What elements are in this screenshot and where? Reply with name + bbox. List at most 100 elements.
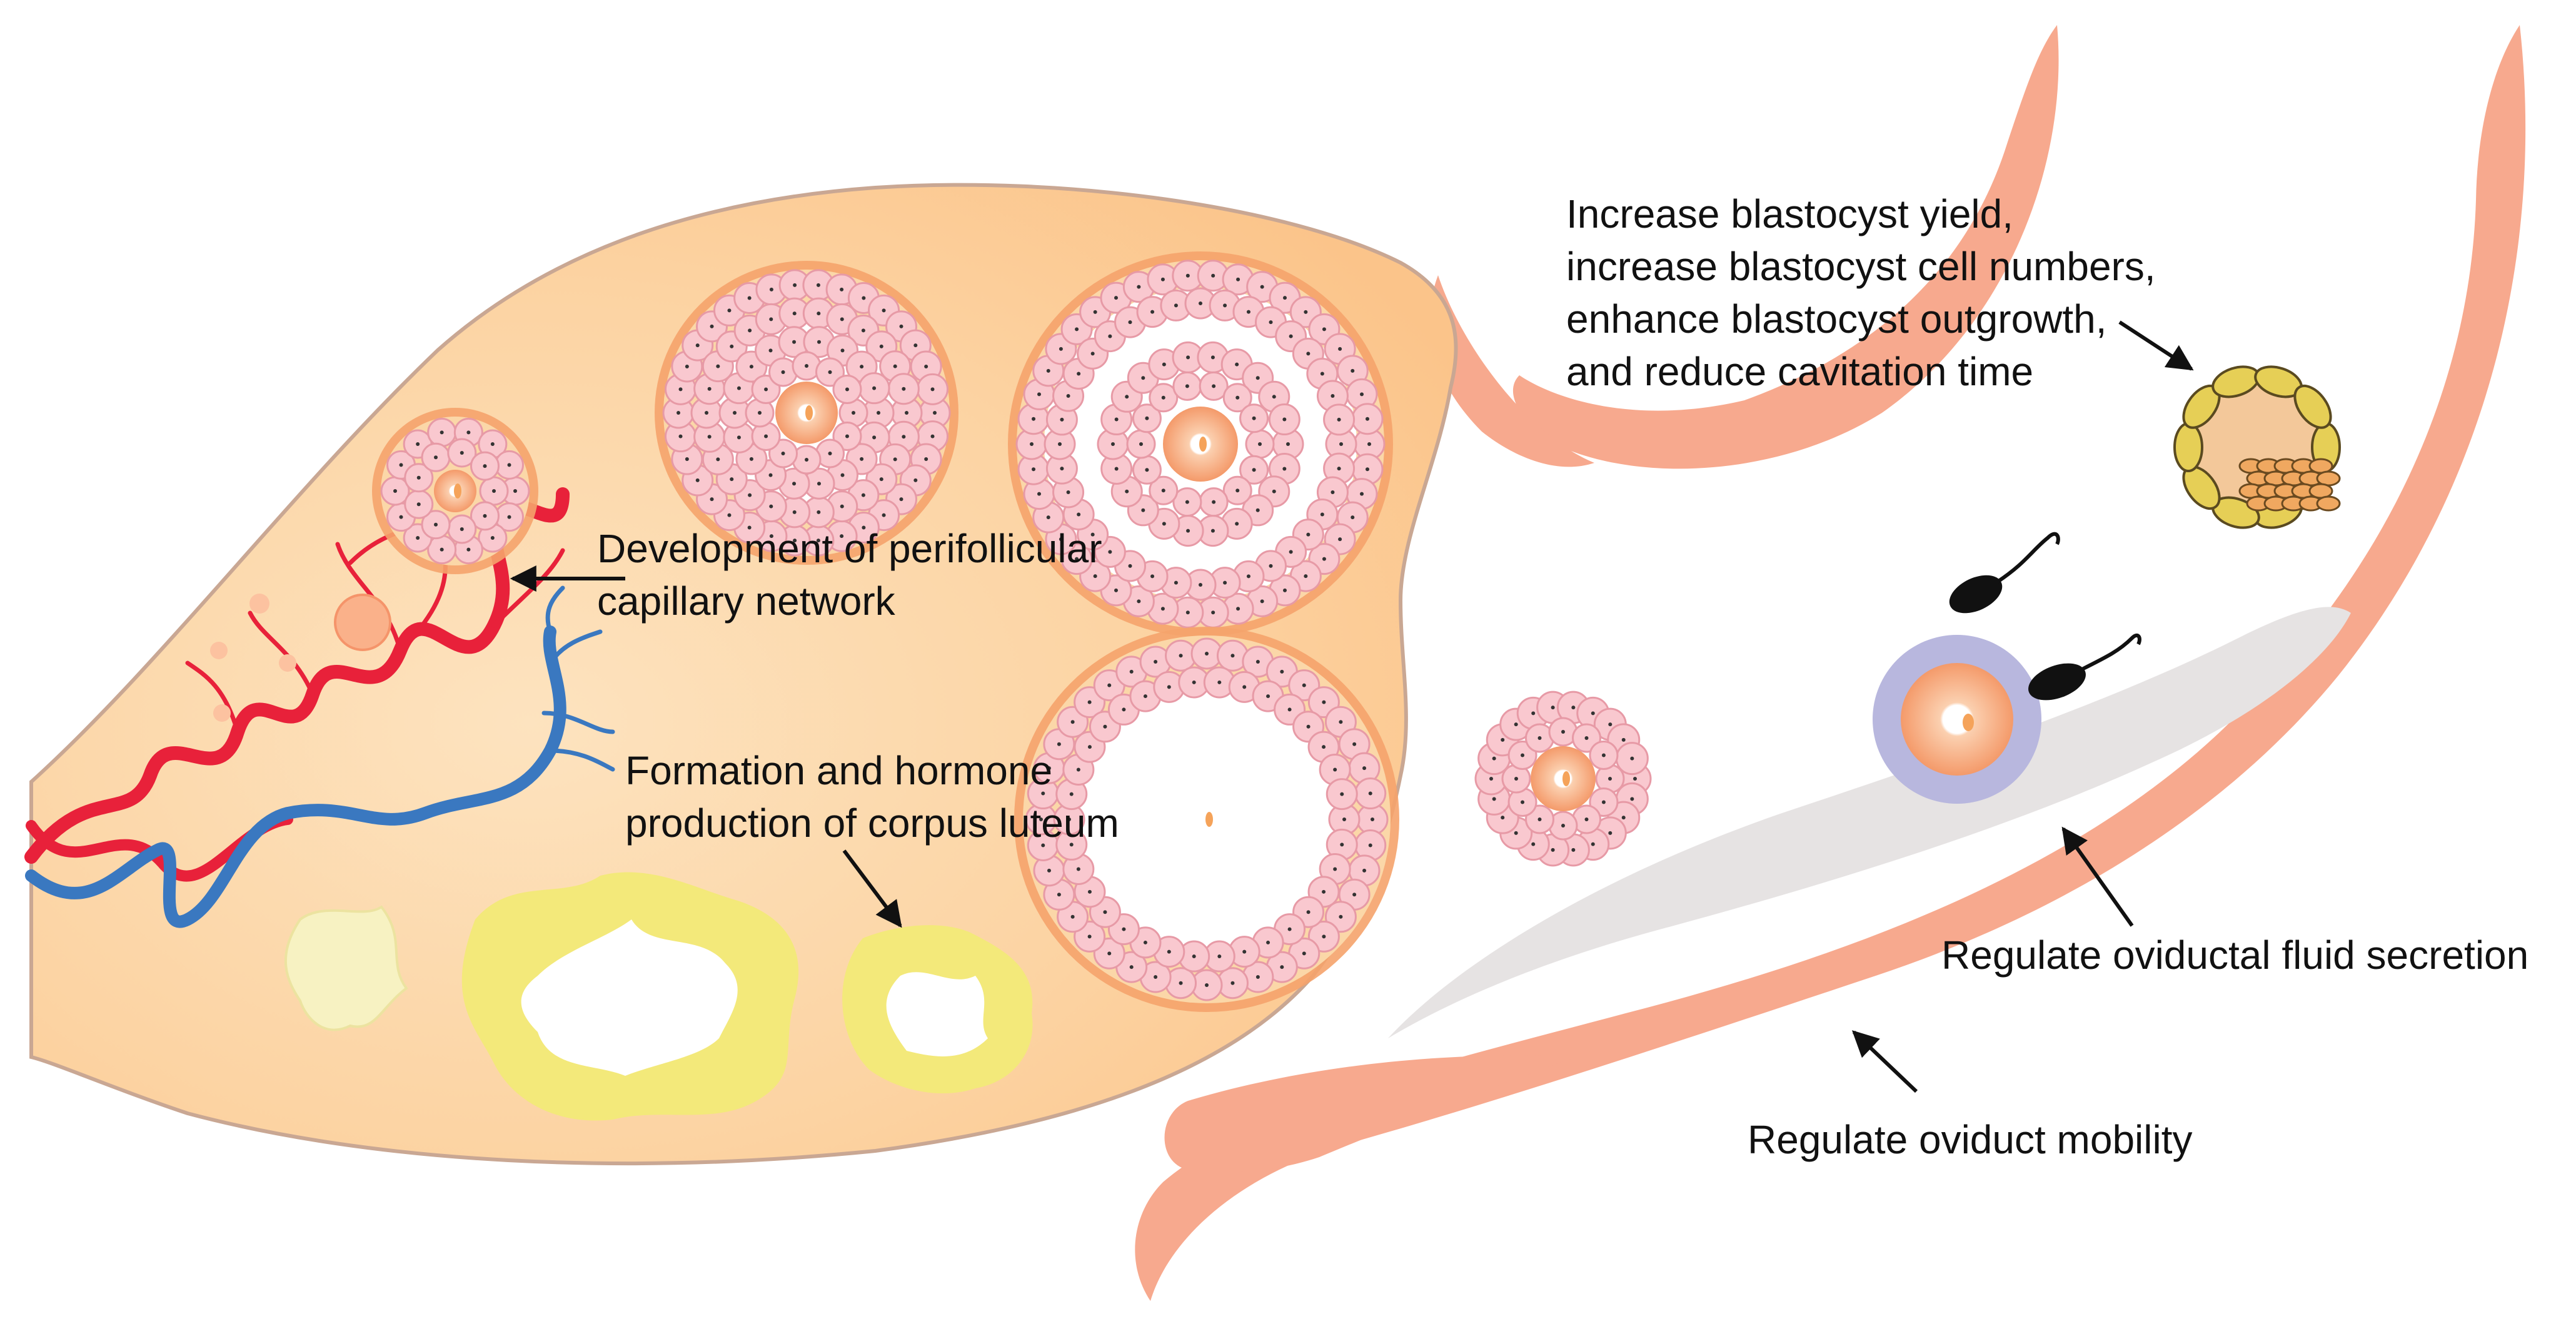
cell-nucleus <box>792 311 797 316</box>
cell-nucleus <box>840 287 844 291</box>
cell-nucleus <box>1067 817 1071 821</box>
cell-nucleus <box>1143 694 1147 699</box>
cell-nucleus <box>710 324 714 328</box>
cell-nucleus <box>1069 843 1074 847</box>
cell-nucleus <box>1280 669 1284 674</box>
cell-nucleus <box>1272 395 1276 399</box>
cell-nucleus <box>1087 700 1092 704</box>
cell-nucleus <box>1122 927 1126 931</box>
corpus-luteum-small <box>284 905 408 1031</box>
cell-nucleus <box>416 475 421 480</box>
cell-nucleus <box>466 430 471 435</box>
arrow-oviductal-fluid <box>2061 826 2134 927</box>
cell-nucleus <box>817 482 821 486</box>
cell-nucleus <box>1322 327 1326 332</box>
cell-nucleus <box>1283 588 1287 592</box>
cell-nucleus <box>1584 736 1589 741</box>
cell-nucleus <box>860 365 864 369</box>
cell-nucleus <box>769 287 773 291</box>
cell-nucleus <box>1179 981 1183 985</box>
cell-nucleus <box>1090 352 1095 356</box>
cell-nucleus <box>1103 910 1107 914</box>
cell-nucleus <box>1139 442 1143 446</box>
cell-nucleus <box>695 343 700 348</box>
cell-nucleus <box>695 478 700 482</box>
small-follicle-bubble <box>213 704 231 722</box>
cell-nucleus <box>913 478 918 482</box>
cell-nucleus <box>1057 893 1061 897</box>
cell-nucleus <box>1360 492 1364 496</box>
cell-nucleus <box>727 308 732 313</box>
cell-nucleus <box>440 430 444 435</box>
cell-nucleus <box>399 463 403 467</box>
cell-nucleus <box>1630 756 1634 761</box>
cell-nucleus <box>1107 951 1112 956</box>
cell-nucleus <box>1185 610 1190 615</box>
cell-nucleus <box>1331 490 1335 494</box>
cell-nucleus <box>1114 588 1118 592</box>
cell-nucleus <box>1210 355 1215 360</box>
cell-nucleus <box>1272 489 1276 493</box>
oocyte-nucleus <box>1199 437 1207 452</box>
cell-nucleus <box>769 317 773 321</box>
cell-nucleus <box>393 489 397 493</box>
cell-nucleus <box>1342 817 1346 821</box>
ovulated-oocyte <box>1474 691 1652 867</box>
cell-nucleus <box>1531 842 1536 846</box>
cell-nucleus <box>685 457 689 462</box>
cell-nucleus <box>1551 706 1555 710</box>
cell-nucleus <box>793 283 797 287</box>
cell-nucleus <box>1162 522 1166 526</box>
cell-nucleus <box>1371 817 1374 821</box>
cell-nucleus <box>840 317 844 321</box>
cell-nucleus <box>1246 310 1250 314</box>
cell-nucleus <box>434 522 438 527</box>
cell-nucleus <box>1093 574 1097 579</box>
trophectoderm-cell <box>2293 384 2332 429</box>
cell-nucleus <box>1137 285 1141 289</box>
cell-nucleus <box>872 386 877 390</box>
cell-nucleus <box>1059 347 1063 351</box>
cell-nucleus <box>879 344 883 348</box>
cell-nucleus <box>1185 273 1190 278</box>
cell-nucleus <box>678 387 683 392</box>
cell-nucleus <box>768 473 773 477</box>
cell-nucleus <box>882 513 886 517</box>
cell-nucleus <box>1087 934 1092 939</box>
cell-nucleus <box>1141 376 1145 380</box>
cell-nucleus <box>1340 843 1344 847</box>
cell-nucleus <box>1075 327 1079 332</box>
cell-nucleus <box>1306 532 1311 537</box>
cell-nucleus <box>1531 711 1536 716</box>
vein <box>25 625 566 928</box>
small-follicle-bubble <box>334 594 391 651</box>
blastocyst <box>2173 365 2341 529</box>
follicle <box>655 261 958 565</box>
cell-nucleus <box>1601 753 1606 757</box>
cell-nucleus <box>705 411 708 415</box>
cell-nucleus <box>1514 722 1518 727</box>
cell-nucleus <box>1223 580 1227 585</box>
cell-nucleus <box>1591 842 1595 846</box>
cell-nucleus <box>1242 949 1247 954</box>
cell-nucleus <box>768 348 773 353</box>
cell-nucleus <box>1235 362 1239 367</box>
cell-nucleus <box>1192 954 1196 959</box>
corpus-luteum-large-cavity <box>521 919 738 1076</box>
cell-nucleus <box>1160 277 1165 281</box>
cell-nucleus <box>1087 745 1092 749</box>
cell-nucleus <box>1322 700 1326 704</box>
cell-nucleus <box>930 387 935 392</box>
cell-nucleus <box>805 458 808 462</box>
cell-nucleus <box>1041 843 1045 848</box>
follicle <box>1008 251 1393 637</box>
cell-nucleus <box>1103 724 1107 729</box>
cell-nucleus <box>1111 442 1115 446</box>
cell-nucleus <box>1066 394 1070 398</box>
cell-nucleus <box>902 435 906 439</box>
cell-nucleus <box>460 450 464 455</box>
cell-nucleus <box>483 464 487 468</box>
oocyte-nucleus <box>1205 812 1213 827</box>
cell-nucleus <box>879 477 883 482</box>
cell-nucleus <box>1145 416 1149 420</box>
